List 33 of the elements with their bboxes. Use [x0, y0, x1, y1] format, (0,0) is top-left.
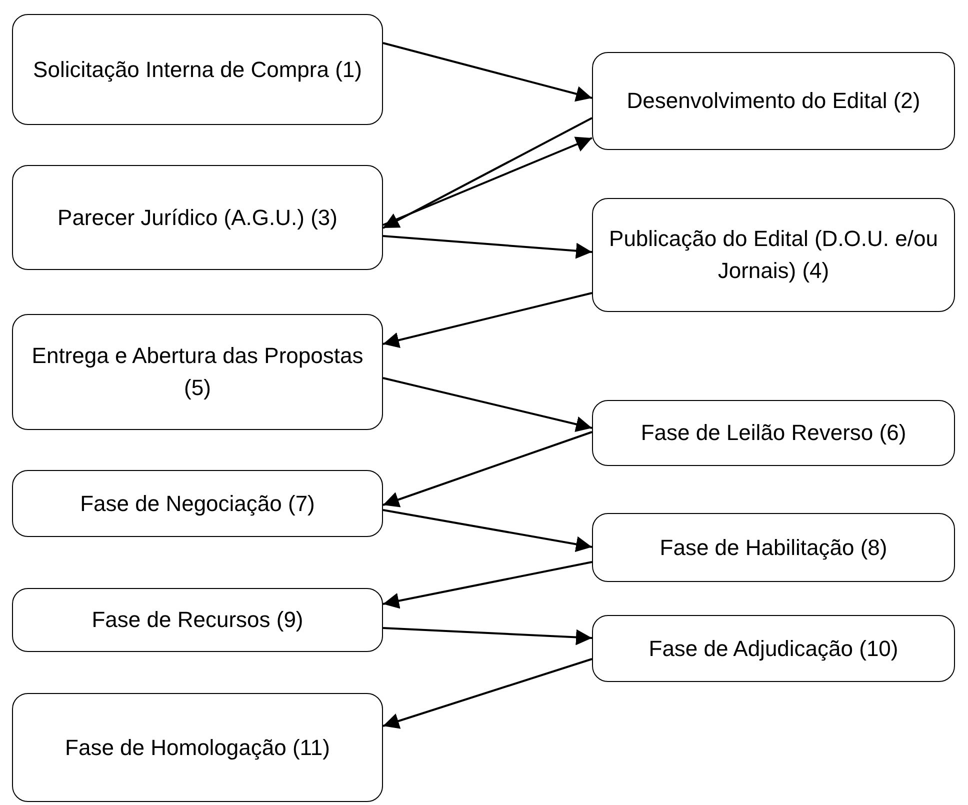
box-label: Parecer Jurídico (A.G.U.) (3) [56, 204, 338, 232]
process-box [592, 198, 955, 312]
arrow [382, 509, 592, 552]
arrow [382, 658, 592, 729]
process-box [12, 470, 383, 537]
arrow [382, 117, 592, 229]
arrow [382, 377, 592, 432]
process-box [592, 52, 955, 150]
arrow [382, 42, 592, 102]
box-label: Fase de Adjudicação (10) [648, 634, 900, 663]
arrow [382, 627, 592, 646]
box-label: Fase de Leilão Reverso (6) [640, 419, 908, 448]
process-box [592, 615, 955, 682]
arrow [382, 292, 592, 348]
process-box [592, 400, 955, 466]
arrow [382, 431, 592, 508]
process-box [12, 165, 383, 270]
arrow [382, 136, 592, 226]
process-box [12, 14, 383, 125]
process-box [592, 513, 955, 582]
box-label: Fase de Habilitação (8) [658, 534, 888, 562]
box-label: Publicação do Edital (D.O.U. e/ou Jornais) (4) [608, 225, 939, 285]
box-label: Desenvolvimento do Edital (2) [626, 87, 922, 116]
box-label: Fase de Homologação (11) [64, 734, 331, 762]
process-box [12, 314, 383, 430]
arrow [382, 235, 592, 259]
arrow [382, 561, 592, 609]
process-box [12, 588, 383, 652]
box-label: Entrega e Abertura das Propostas (5) [30, 342, 364, 402]
box-label: Fase de Negociação (7) [79, 490, 316, 518]
box-label: Solicitação Interna de Compra (1) [32, 56, 363, 84]
box-label: Fase de Recursos (9) [90, 606, 304, 634]
process-box [12, 693, 383, 802]
